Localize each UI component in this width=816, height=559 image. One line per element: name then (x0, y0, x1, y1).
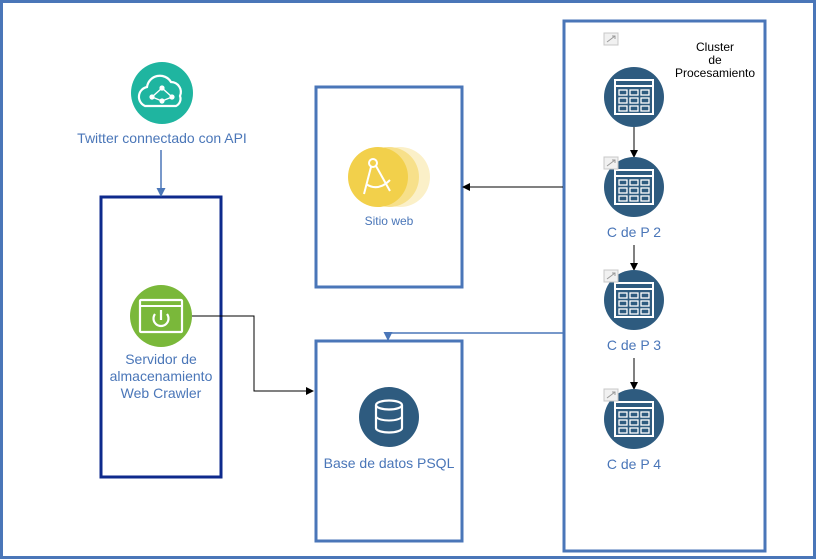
connector-cluster-database (383, 330, 565, 341)
website-label: Sitio web (364, 214, 414, 228)
power-monitor-icon[interactable] (130, 285, 192, 347)
crawler-label: Servidor de almacenamiento Web Crawler (109, 351, 213, 401)
connector-crawler-database (192, 315, 314, 395)
cluster-label: Cluster de Procesamiento (674, 40, 756, 80)
resize-handle-icon[interactable] (603, 388, 619, 402)
database-cylinder-icon[interactable] (359, 387, 419, 447)
grid-table-icon[interactable] (604, 157, 664, 217)
database-container[interactable] (314, 339, 464, 543)
grid-table-icon[interactable] (604, 67, 664, 127)
crawler-container[interactable] (99, 195, 223, 479)
database-label: Base de datos PSQL (323, 455, 455, 471)
cluster-container[interactable] (562, 19, 767, 553)
cloud-network-icon[interactable] (131, 62, 193, 124)
grid-table-icon[interactable] (604, 389, 664, 449)
node-3-label: C de P 3 (606, 337, 662, 353)
resize-handle-icon[interactable] (603, 32, 619, 46)
grid-table-icon[interactable] (604, 270, 664, 330)
compass-icon[interactable] (348, 147, 430, 207)
node-4-label: C de P 4 (606, 456, 662, 472)
resize-handle-icon[interactable] (603, 269, 619, 283)
resize-handle-icon[interactable] (603, 156, 619, 170)
twitter-label: Twitter connectado con API (77, 130, 247, 146)
node-2-label: C de P 2 (606, 224, 662, 240)
